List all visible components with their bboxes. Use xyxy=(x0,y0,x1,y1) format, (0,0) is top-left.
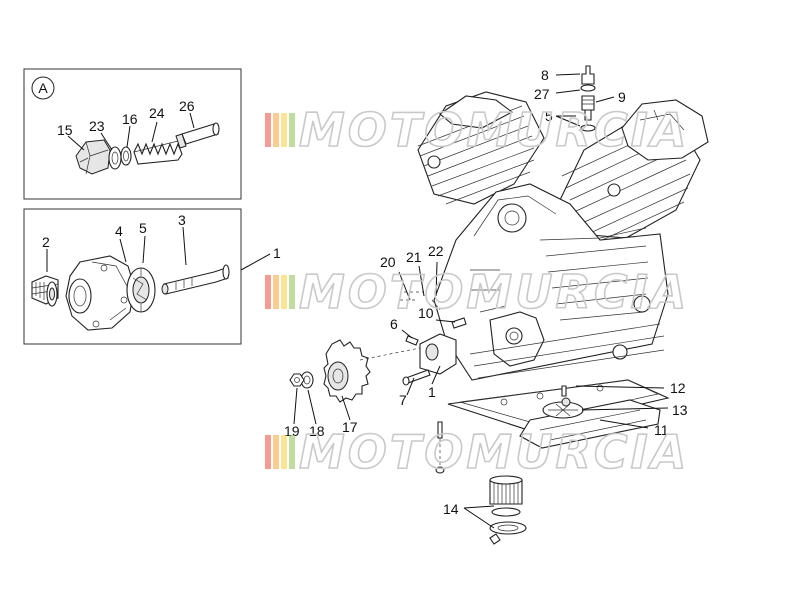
watermark-stripe xyxy=(281,113,287,147)
callout-18: 18 xyxy=(309,423,325,439)
callout-26: 26 xyxy=(179,98,195,114)
washer-part-23 xyxy=(108,146,122,170)
rotor-part-5 xyxy=(126,267,156,313)
crankcase xyxy=(433,183,669,381)
oil-filter-screen-part-13 xyxy=(542,397,584,419)
engine-block-drawing xyxy=(289,65,709,545)
oil-pressure-sensor-part-8 xyxy=(580,65,596,132)
spring-part-24 xyxy=(133,139,183,165)
callout-19: 19 xyxy=(284,423,300,439)
watermark-stripe xyxy=(281,435,287,469)
callout-3: 3 xyxy=(178,212,186,228)
watermark-stripe xyxy=(265,113,271,147)
pump-body-part-4 xyxy=(65,255,135,331)
callout-14: 14 xyxy=(443,501,459,517)
watermark-stripe xyxy=(273,275,279,309)
callout-24: 24 xyxy=(149,105,165,121)
callout-1-pump-assembly: 1 xyxy=(273,245,281,261)
inset-box-oil-pump: 2 4 5 3 xyxy=(23,208,242,345)
watermark-stripe xyxy=(281,275,287,309)
watermark-stripe xyxy=(289,435,295,469)
nut-part-19 xyxy=(289,373,305,387)
watermark-top: MOTOMURCIA xyxy=(265,102,689,158)
plug-part-15 xyxy=(75,139,111,175)
callout-1-engine: 1 xyxy=(428,384,436,400)
inset-tag-label: A xyxy=(38,80,48,96)
sump-bolt xyxy=(437,421,443,439)
callout-12: 12 xyxy=(670,380,686,396)
watermark-stripe xyxy=(289,113,295,147)
callout-5-engine: 5 xyxy=(545,108,553,124)
watermark-stripe xyxy=(273,113,279,147)
callout-23: 23 xyxy=(89,118,105,134)
callout-8: 8 xyxy=(541,67,549,83)
callout-2: 2 xyxy=(42,234,50,250)
watermark-text: MOTOMURCIA xyxy=(299,265,689,319)
screws-part-20-21-22 xyxy=(400,291,441,311)
callout-13: 13 xyxy=(672,402,688,418)
watermark-text: MOTOMURCIA xyxy=(299,103,689,157)
shaft-part-3 xyxy=(161,264,230,295)
right-cylinder xyxy=(559,99,709,243)
oil-filter-cartridge-part-14 xyxy=(489,475,527,545)
callout-27: 27 xyxy=(534,86,550,102)
watermark-middle: MOTOMURCIA xyxy=(265,264,689,320)
callout-11: 11 xyxy=(654,422,669,438)
watermark-stripe xyxy=(265,435,271,469)
left-cylinder xyxy=(417,91,545,205)
callout-4: 4 xyxy=(115,223,123,239)
oring-part-10 xyxy=(451,317,467,329)
callout-17: 17 xyxy=(342,419,358,435)
ring-part-16 xyxy=(120,146,132,166)
watermark-stripe xyxy=(289,275,295,309)
callout-10: 10 xyxy=(418,305,434,321)
callout-7: 7 xyxy=(399,392,407,408)
callout-16: 16 xyxy=(122,111,138,127)
inset-box-relief-valve: A 15 23 xyxy=(23,68,242,200)
watermark-stripe xyxy=(273,435,279,469)
watermark-text: MOTOMURCIA xyxy=(299,425,689,479)
callout-15: 15 xyxy=(57,122,73,138)
screw-part-7 xyxy=(402,369,431,386)
callout-9: 9 xyxy=(618,89,626,105)
callout-5-pump: 5 xyxy=(139,220,147,236)
washer-part-18 xyxy=(300,371,314,389)
watermark-bottom: MOTOMURCIA xyxy=(265,424,689,480)
callout-20: 20 xyxy=(380,254,396,270)
inset-tag-circle xyxy=(31,76,55,100)
callout-21: 21 xyxy=(406,249,422,265)
dowel-part-6 xyxy=(405,335,419,346)
screw-part-12 xyxy=(561,385,567,397)
fitting-part-2 xyxy=(31,275,59,307)
pump-drive-gear-part-17 xyxy=(323,339,371,403)
watermark-stripe xyxy=(265,275,271,309)
piston-part-26 xyxy=(175,122,220,149)
callout-22: 22 xyxy=(428,243,444,259)
oil-pump-installed-part-1 xyxy=(359,333,457,375)
callout-6: 6 xyxy=(390,316,398,332)
